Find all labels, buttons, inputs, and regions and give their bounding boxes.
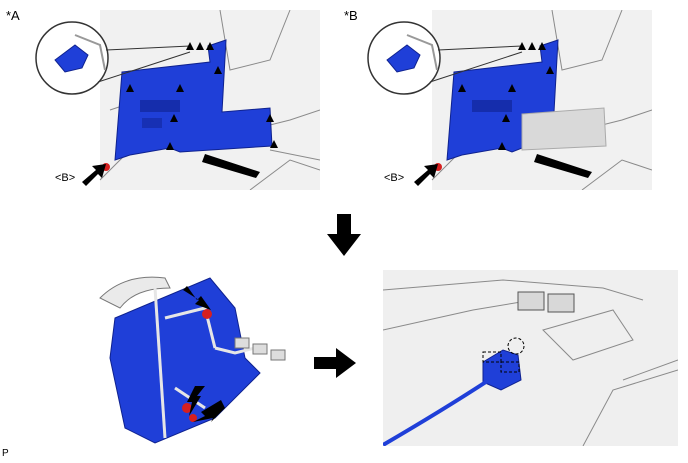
panel-a-label: *A	[6, 8, 20, 23]
panel-d-illustration	[383, 270, 678, 446]
panel-b-label: *B	[344, 8, 358, 23]
panel-c-part	[109, 277, 261, 444]
panel-b-illustration	[362, 10, 652, 190]
down-arrow-icon	[327, 214, 361, 256]
callout-b-label-b: <B>	[384, 172, 405, 184]
callout-b-label-a: <B>	[55, 172, 76, 184]
right-arrow-icon	[314, 348, 356, 378]
figure-code: P	[2, 448, 9, 459]
panel-c-illustration	[95, 268, 305, 448]
panel-a-svg	[35, 10, 320, 190]
panel-d-svg	[383, 270, 678, 446]
panel-a-illustration	[30, 10, 320, 190]
panel-b-removed-area	[521, 107, 607, 151]
panel-b-svg	[367, 10, 652, 190]
panel-c-svg	[99, 276, 286, 444]
